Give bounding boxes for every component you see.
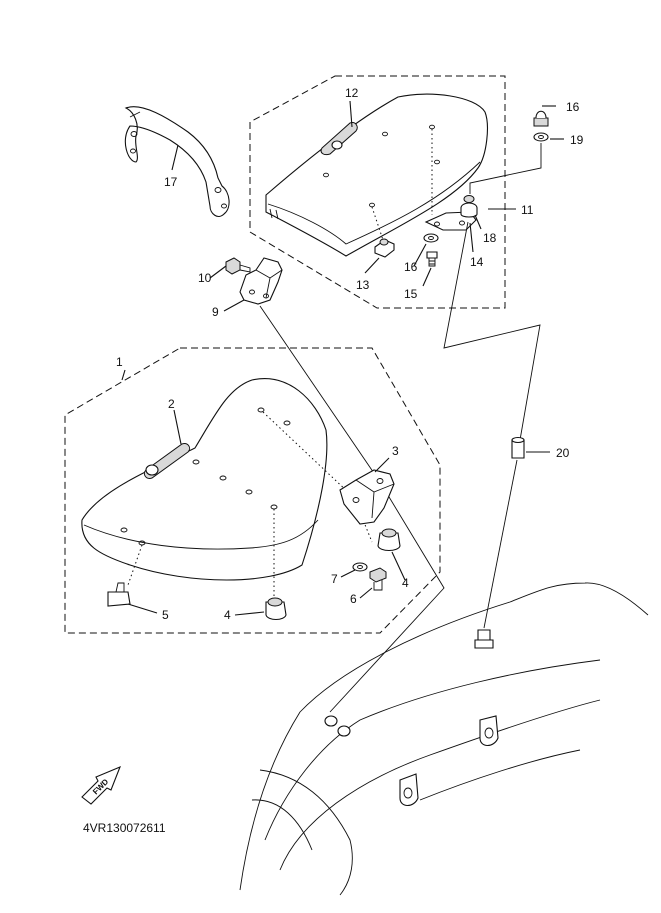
label-4-bottom: 4 (224, 608, 231, 622)
rear-bolt (474, 629, 494, 649)
label-20: 20 (556, 446, 570, 460)
label-2: 2 (168, 397, 175, 411)
label-18: 18 (483, 231, 497, 245)
part-4-grommet-bottom (265, 597, 287, 621)
part-16-cap-nut (533, 110, 549, 127)
pillion-seat (265, 93, 488, 257)
part-5-bolt (107, 582, 131, 607)
label-12: 13 (356, 278, 370, 292)
part-7-washer (352, 562, 368, 572)
label-15: 16 (404, 260, 418, 274)
label-9: 10 (198, 271, 212, 285)
group-10-boundary (249, 75, 506, 309)
label-10: 11 (521, 203, 534, 217)
label-1: 1 (116, 355, 123, 369)
fwd-arrow: FWD (81, 765, 121, 805)
label-13: 14 (470, 255, 484, 269)
part-17-grab-bar (124, 106, 230, 217)
label-19: 19 (570, 133, 584, 147)
label-3: 3 (392, 444, 399, 458)
diagram-code: 4VR130072611 (83, 821, 166, 835)
label-5: 5 (162, 608, 169, 622)
leader-lines (121, 100, 564, 616)
part-15-washer (423, 233, 439, 243)
part-14-bolt (426, 251, 438, 267)
label-11: 12 (345, 86, 359, 100)
part-8-bracket (239, 257, 283, 305)
part-12-damper (374, 238, 395, 258)
part-19-washer (533, 132, 549, 142)
mount-line-18 (443, 221, 541, 441)
part-3-bracket (339, 469, 395, 525)
mount-line-20 (483, 459, 518, 629)
part-6-bolt (369, 567, 387, 591)
part-4-grommet-right (377, 528, 401, 552)
group-1-boundary (64, 347, 441, 634)
part-20-collar (511, 436, 525, 459)
part-9-bolt (225, 257, 251, 275)
label-16: 16 (566, 100, 580, 114)
label-4-right: 4 (402, 576, 409, 590)
label-14: 15 (404, 287, 418, 301)
label-7: 7 (331, 572, 338, 586)
rear-frame (239, 582, 649, 896)
main-seat (81, 378, 373, 600)
label-17: 17 (164, 175, 178, 189)
mount-line-8 (259, 305, 445, 713)
label-6: 6 (350, 592, 357, 606)
label-8: 9 (212, 305, 219, 319)
mount-line-19 (469, 143, 542, 194)
part-18-grommet (460, 195, 478, 218)
